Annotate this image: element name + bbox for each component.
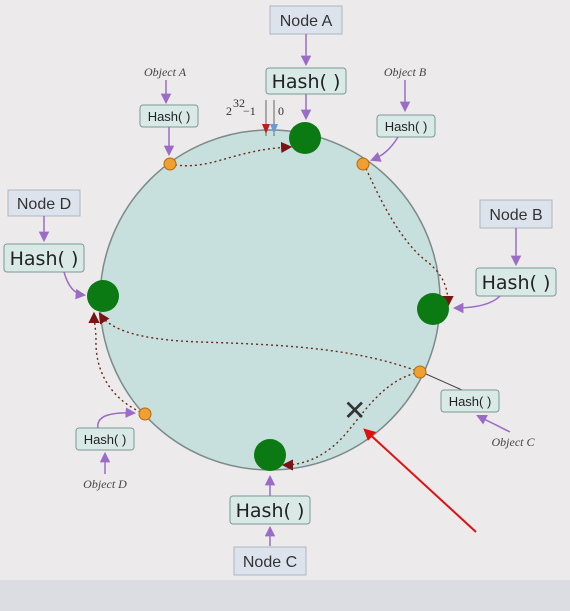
node-d-box: [7, 189, 81, 217]
node-b-hash-box: [475, 267, 557, 297]
path-object-b-to-node-b: [363, 163, 454, 308]
object-a-label: Object A: [144, 65, 187, 79]
object-d-label: Object D: [83, 477, 127, 491]
node-a-hash-label: Hash( ): [272, 71, 341, 93]
node-b-label: Node B: [489, 207, 542, 224]
object-b-group: Object B Hash( ): [370, 65, 436, 162]
mapping-paths: [88, 141, 454, 471]
path-object-d-to-node-d: [88, 311, 146, 415]
node-d-dot: [87, 280, 119, 312]
object-d-hash-box: [75, 427, 135, 451]
node-a-label: Node A: [280, 13, 333, 30]
object-a-group: Object A Hash( ): [139, 65, 199, 157]
node-c-group: Hash( ) Node C: [229, 474, 311, 576]
node-d-hash-label: Hash( ): [10, 248, 79, 270]
node-d-label: Node D: [17, 196, 71, 213]
object-c-hash-label: Hash( ): [449, 394, 492, 409]
node-d-hash-box: [3, 243, 85, 273]
object-d-hash-label: Hash( ): [84, 432, 127, 447]
ring-zero-label: 0: [278, 104, 284, 118]
object-d-dot: [138, 407, 152, 421]
object-b-hash-label: Hash( ): [385, 119, 428, 134]
ring-max-label: 2: [226, 104, 232, 118]
ring-max-exponent: 32: [233, 96, 245, 110]
consistent-hashing-diagram: 2 32 −1 0 ✕ Node A Hash( ) Node B Has: [3, 5, 557, 576]
node-a-group: Node A Hash( ): [265, 5, 347, 121]
object-c-dot: [413, 365, 427, 379]
node-b-hash-label: Hash( ): [482, 272, 551, 294]
path-object-c-to-node-c: [281, 371, 421, 471]
object-a-dot: [163, 157, 177, 171]
object-b-hash-box: [376, 114, 436, 138]
path-object-c-to-node-d: [98, 312, 421, 373]
node-c-box: [233, 546, 307, 576]
node-c-label: Node C: [243, 554, 297, 571]
node-c-dot: [254, 439, 286, 471]
node-d-group: Node D Hash( ): [3, 189, 87, 300]
object-c-hash-box: [440, 389, 500, 413]
node-a-box: [269, 5, 343, 35]
object-d-group: Hash( ) Object D: [75, 407, 137, 491]
ring-max-suffix: −1: [243, 104, 256, 118]
highlight-arrow: [363, 428, 477, 533]
node-c-hash-label: Hash( ): [236, 500, 305, 522]
removed-path-mark: ✕: [343, 394, 366, 427]
object-b-label: Object B: [384, 65, 427, 79]
object-c-label: Object C: [492, 435, 536, 449]
ring-origin-marker: 2 32 −1 0: [226, 96, 284, 136]
node-b-group: Node B Hash( ): [452, 199, 557, 314]
node-b-box: [479, 199, 553, 229]
object-c-group: Hash( ) Object C: [425, 373, 536, 449]
node-b-dot: [417, 293, 449, 325]
node-a-dot: [289, 122, 321, 154]
object-a-hash-label: Hash( ): [148, 109, 191, 124]
object-b-dot: [356, 157, 370, 171]
bottom-bar: [0, 580, 570, 611]
hash-ring: [99, 129, 441, 471]
